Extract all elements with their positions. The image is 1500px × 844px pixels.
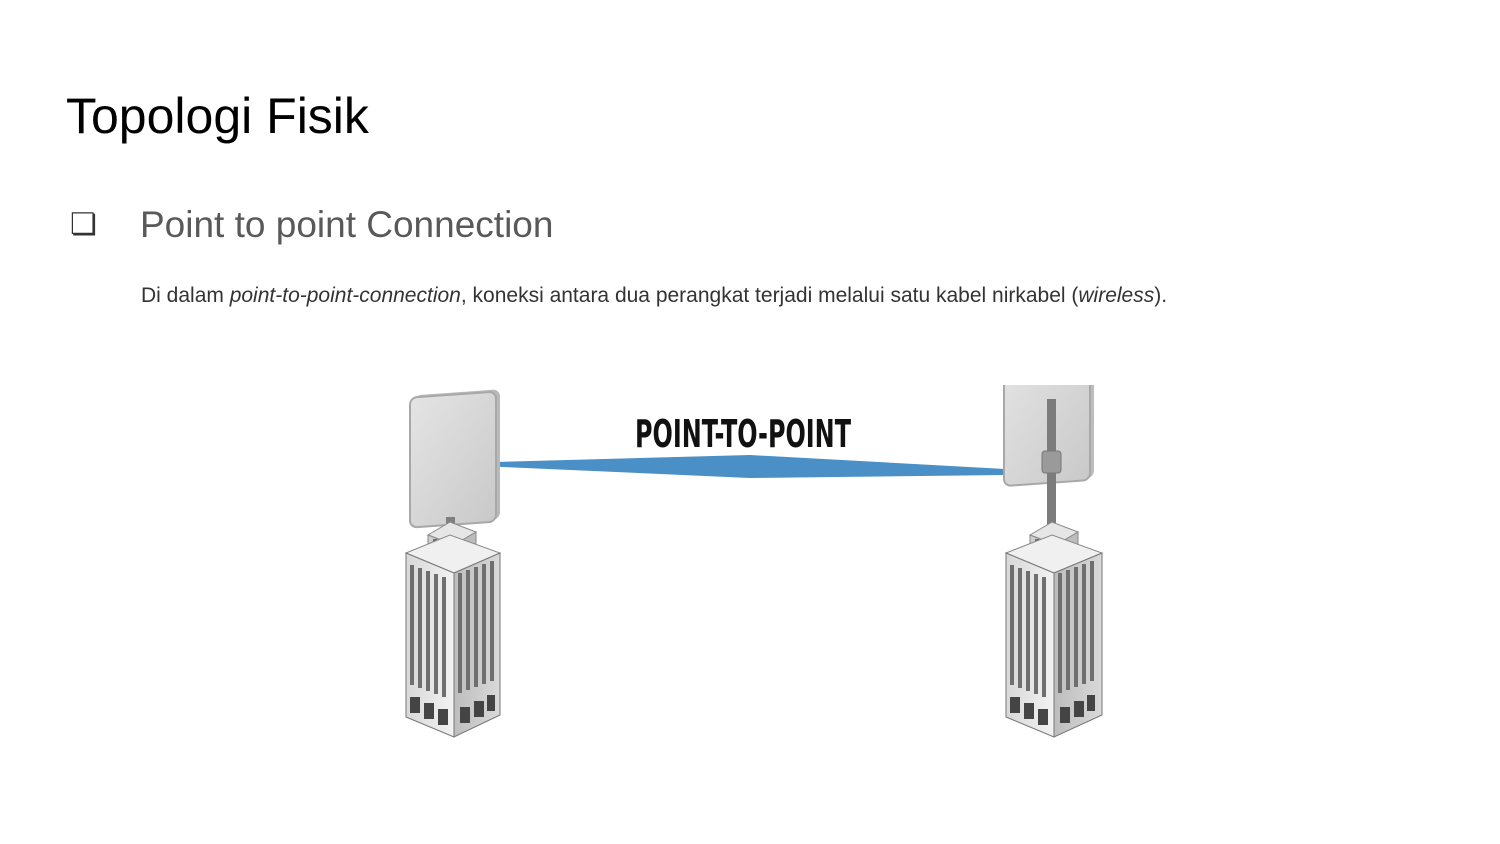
left-antenna-icon <box>409 389 500 543</box>
body-text-part2: , koneksi antara dua perangkat terjadi m… <box>460 284 1079 307</box>
body-text-italic-term: point-to-point-connection <box>229 284 461 307</box>
bullet-item: ❏ Point to point Connection <box>70 203 553 247</box>
left-building-icon <box>404 521 502 738</box>
page-title: Topologi Fisik <box>66 88 369 144</box>
checkbox-bullet-icon: ❏ <box>70 207 97 243</box>
body-paragraph: Di dalam point-to-point-connection, kone… <box>141 282 1167 309</box>
body-text-italic-wireless: wireless <box>1078 284 1155 307</box>
body-text-part3: ). <box>1154 284 1168 307</box>
point-to-point-illustration: POINT-TO-POINT <box>404 385 1104 738</box>
body-text-part1: Di dalam <box>141 284 230 307</box>
right-building-icon <box>1004 521 1104 738</box>
right-antenna-icon <box>1003 385 1094 555</box>
beam-label: POINT-TO-POINT <box>635 412 851 456</box>
bullet-heading: Point to point Connection <box>140 204 554 245</box>
wireless-beam <box>458 455 1005 478</box>
